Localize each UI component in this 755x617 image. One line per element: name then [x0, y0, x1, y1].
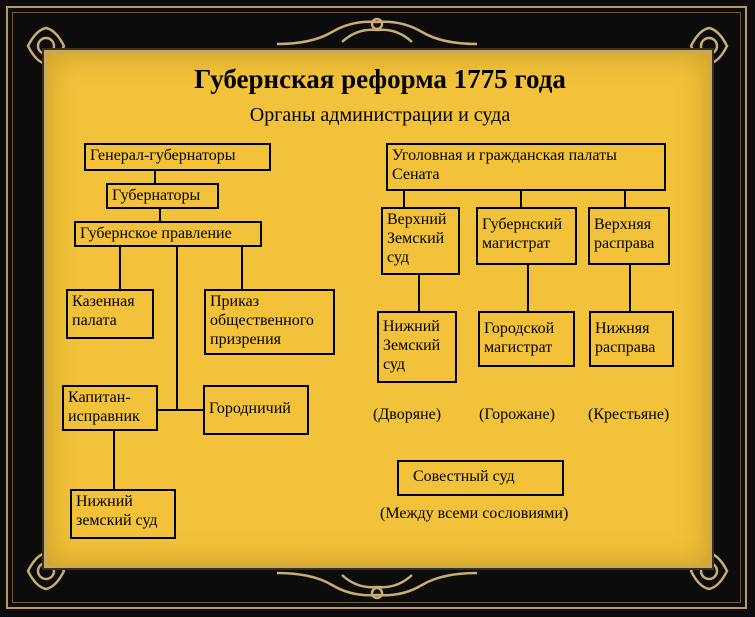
- frame-border: [6, 6, 747, 609]
- frame-inner-border: [12, 12, 741, 603]
- box-lower-zemsky-court-admin: Нижний земский суд: [70, 489, 176, 539]
- box-upper-rasprava: Верхняя расправа: [588, 207, 670, 265]
- box-conscience-court: Совестный суд: [397, 460, 564, 496]
- conscience-court-note: (Между всеми сословиями): [380, 505, 569, 522]
- box-governors: Губернаторы: [106, 183, 219, 209]
- page-title: Губернская реформа 1775 года: [194, 64, 566, 94]
- box-captain-ispravnik: Капитан- исправник: [62, 385, 158, 431]
- top-scroll-ornament-icon: [276, 17, 478, 46]
- bottom-scroll-ornament-icon: [276, 571, 478, 600]
- content-panel: [44, 50, 712, 568]
- box-city-magistrate: Городской магистрат: [478, 311, 575, 367]
- box-provincial-magistrate: Губернский магистрат: [476, 207, 577, 265]
- box-senate-chambers: Уголовная и гражданская палаты Сената: [386, 143, 666, 191]
- box-gorodnichiy: Городничий: [203, 385, 309, 435]
- box-lower-rasprava: Нижняя расправа: [589, 311, 674, 367]
- box-general-governors: Генерал-губернаторы: [84, 143, 271, 171]
- estate-nobility: (Дворяне): [373, 406, 442, 423]
- box-public-charity: Приказ общественного призрения: [204, 289, 335, 355]
- box-treasury-chamber: Казенная палата: [66, 289, 154, 339]
- box-provincial-board: Губернское правление: [74, 221, 262, 247]
- box-lower-zemsky-court: Нижний Земский суд: [377, 311, 457, 383]
- estate-townspeople: (Горожане): [479, 406, 555, 423]
- estate-peasants: (Крестьяне): [588, 406, 670, 423]
- box-upper-zemsky-court: Верхний Земский суд: [381, 207, 460, 275]
- page-subtitle: Органы администрации и суда: [249, 104, 511, 126]
